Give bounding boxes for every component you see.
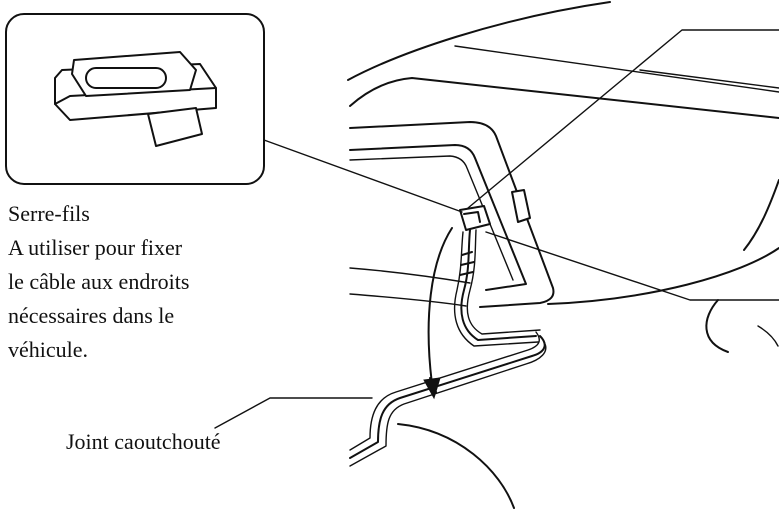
leader-inset-to-clip (263, 139, 463, 213)
rear-glass-outline (349, 77, 779, 119)
body-line-1 (349, 267, 471, 284)
leader-rubber-seal (214, 397, 373, 429)
installed-clip-top (463, 211, 481, 223)
fender-curve (397, 423, 515, 509)
quarter-panel-curve-2 (757, 325, 779, 347)
callout-line-4: véhicule. (8, 337, 89, 362)
window-frame-inner-2 (349, 155, 514, 281)
installed-cable-clip (459, 205, 491, 231)
roof-edge-line-2 (639, 69, 779, 89)
rear-glass-lower-edge (547, 247, 779, 305)
roof-edge-line (454, 45, 779, 93)
inset-box (5, 13, 265, 185)
clip-slot (85, 67, 167, 89)
callout-line-3: nécessaires dans le (8, 303, 175, 328)
cable-bundle (453, 229, 541, 347)
callout-title: Serre-fils (8, 201, 90, 226)
window-frame-inner (349, 144, 527, 291)
rubber-seal (349, 331, 547, 467)
leader-clip-top-right (467, 29, 779, 209)
quarter-panel-curve (705, 299, 729, 353)
clip-strap (147, 107, 203, 147)
leader-clip-right (485, 231, 779, 301)
glass-right-curve (743, 179, 779, 251)
callout-line-1: A utiliser pour fixer (8, 235, 183, 260)
cable-clip-detail (54, 51, 217, 147)
callout-line-2: le câble aux endroits (8, 269, 190, 294)
routing-arrow-head (423, 377, 441, 400)
body-line-2 (349, 293, 467, 307)
routing-arrow (427, 227, 453, 385)
rubber-seal-label: Joint caoutchouté (66, 429, 221, 454)
roof-outer-curve (347, 1, 611, 81)
pillar-connector (511, 189, 531, 223)
